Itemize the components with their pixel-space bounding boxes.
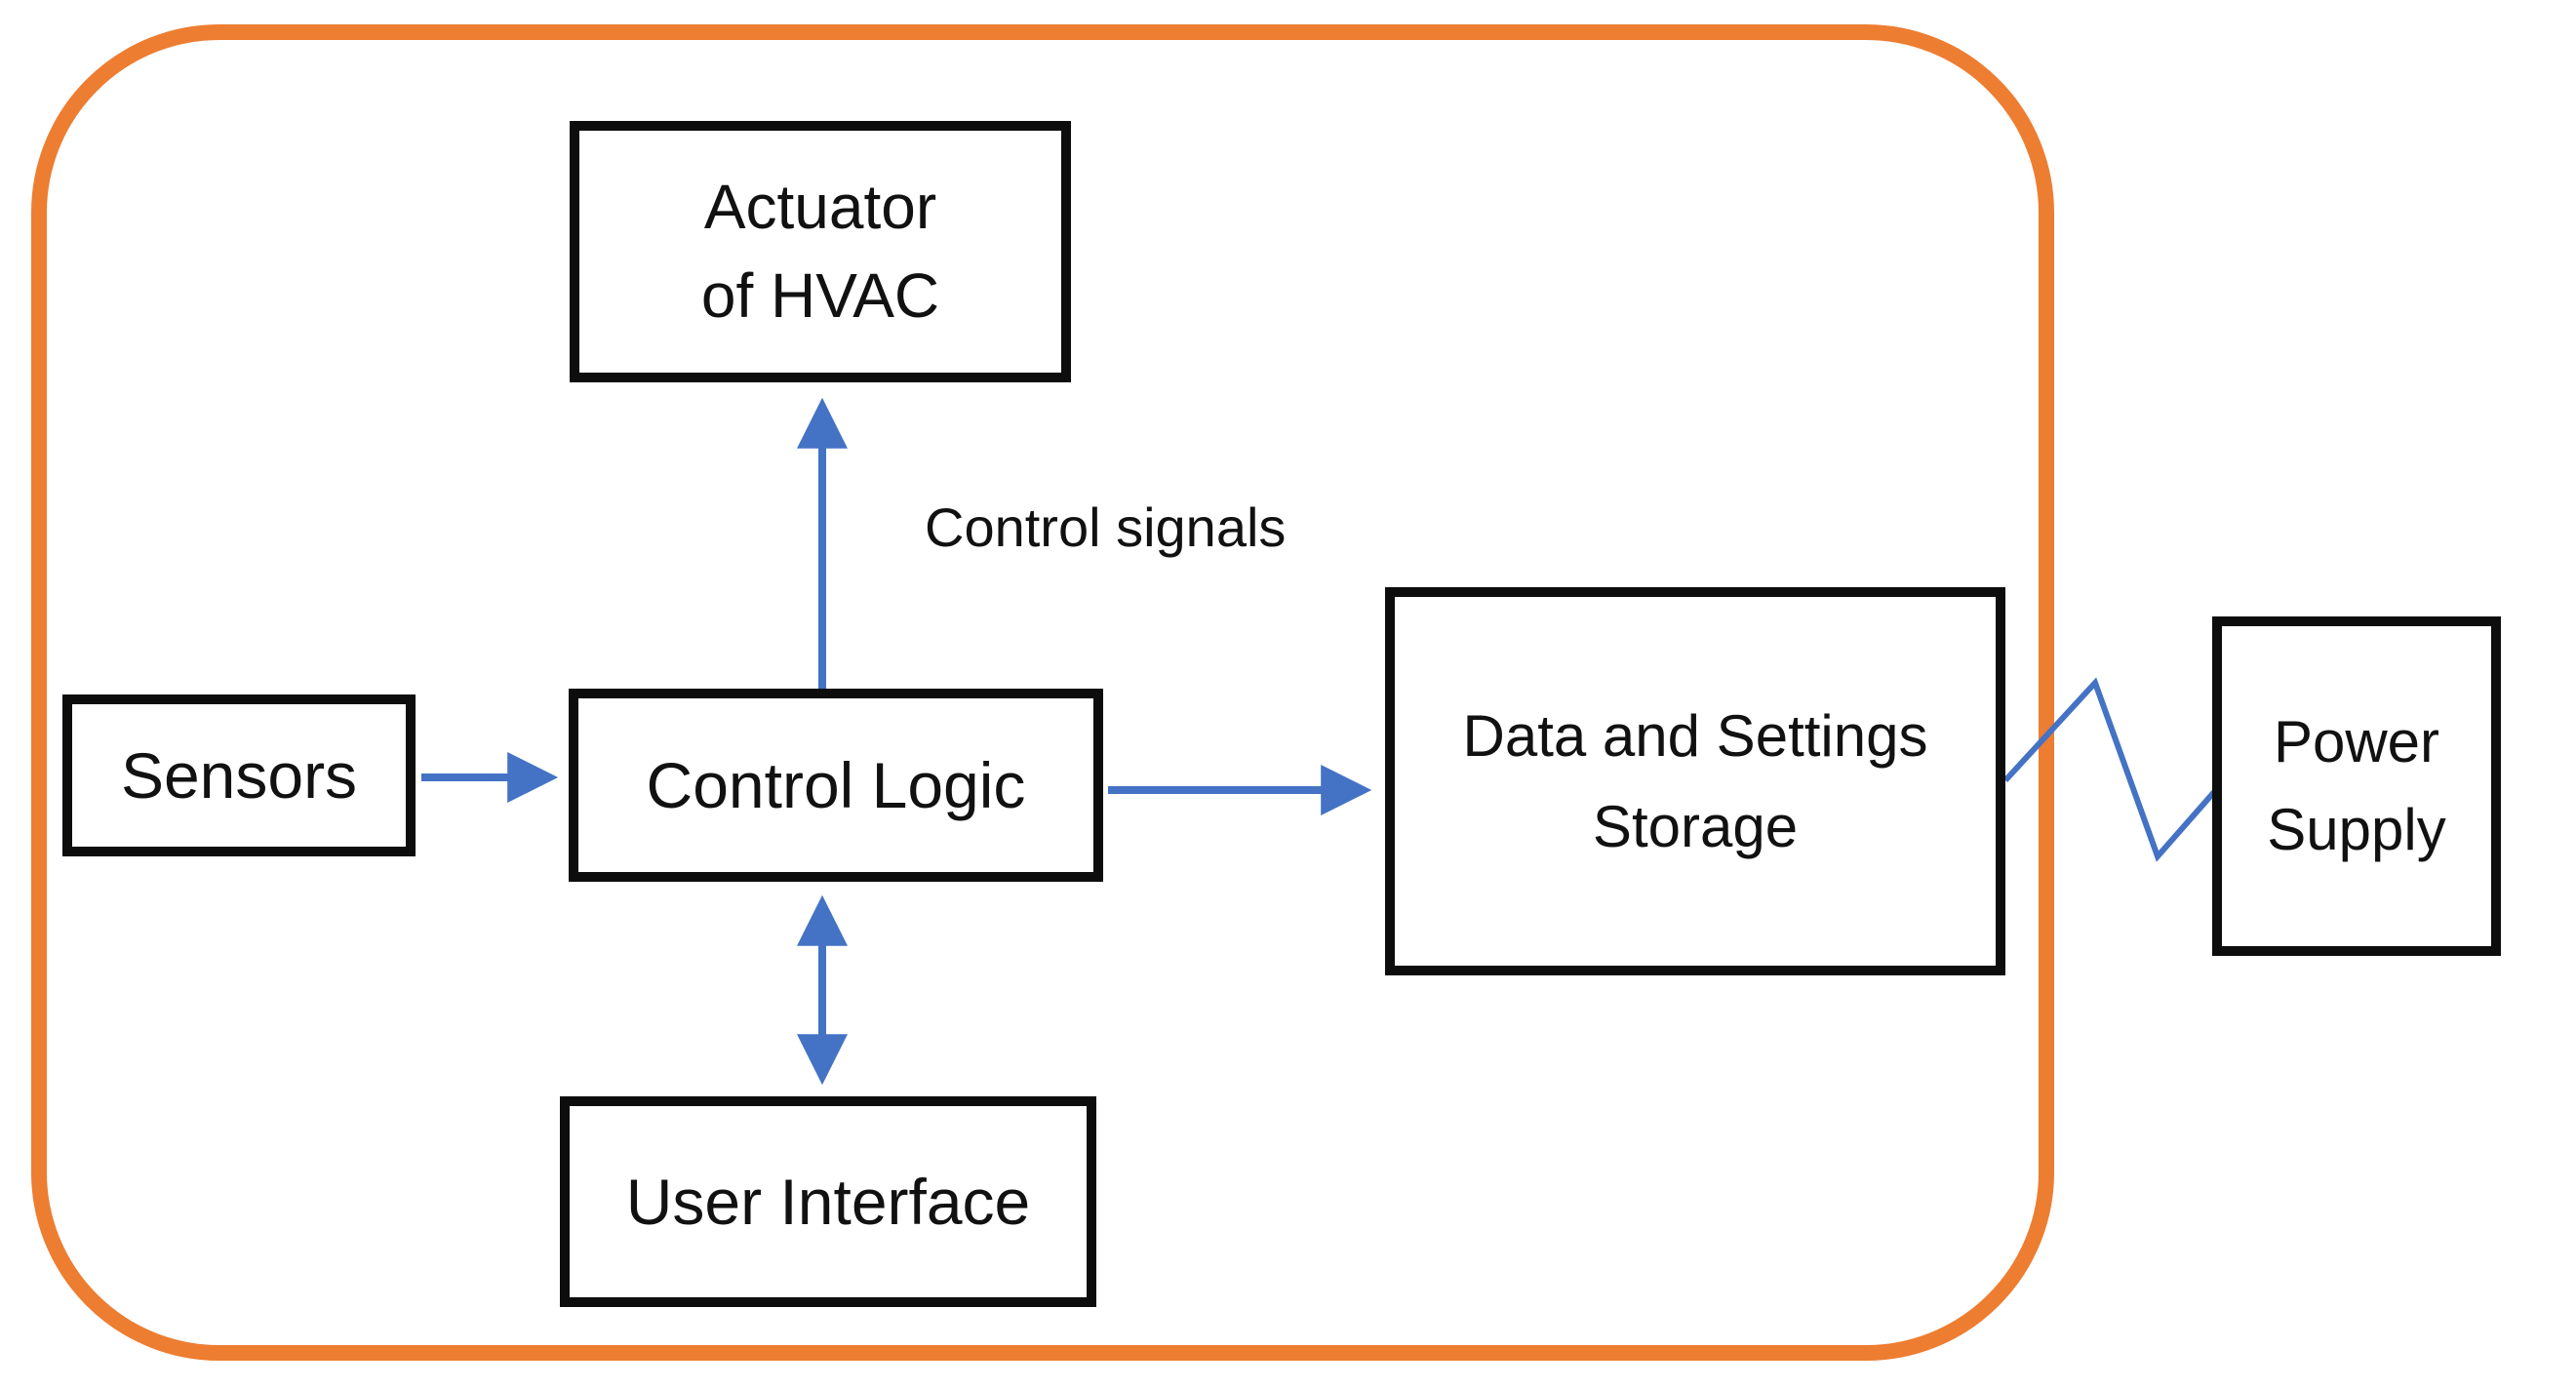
connector-storage-power-zigzag <box>2002 677 2217 862</box>
actuator-box: Actuator of HVAC <box>570 121 1071 382</box>
control-signals-label: Control signals <box>925 496 1287 558</box>
data-settings-storage-box: Data and Settings Storage <box>1385 587 2005 975</box>
system-boundary <box>31 24 2054 1361</box>
power-supply-box: Power Supply <box>2212 616 2501 956</box>
user-interface-label: User Interface <box>625 1166 1031 1238</box>
control-logic-box: Control Logic <box>569 689 1103 882</box>
data-settings-storage-label: Data and Settings Storage <box>1462 703 1928 859</box>
sensors-box: Sensors <box>62 694 416 856</box>
actuator-label: Actuator of HVAC <box>700 172 940 331</box>
sensors-label: Sensors <box>120 739 358 812</box>
control-logic-label: Control Logic <box>646 749 1026 821</box>
power-supply-label: Power Supply <box>2267 709 2446 862</box>
user-interface-box: User Interface <box>560 1096 1096 1307</box>
